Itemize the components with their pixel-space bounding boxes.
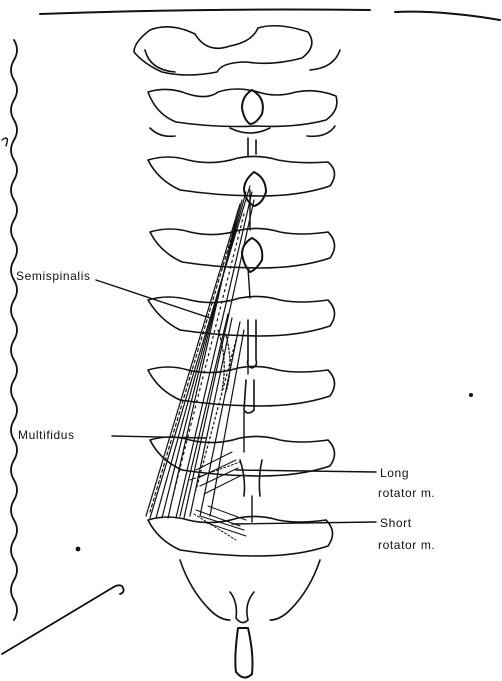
stray-dot (76, 547, 79, 550)
short-rotator-leader-line (232, 522, 376, 524)
skin-border-line (11, 40, 17, 620)
vertebra-8 (148, 516, 333, 677)
lowest-spinous-process (235, 628, 252, 678)
long-rotator-label-line1: Long (380, 466, 409, 480)
multifidus-muscle (180, 314, 244, 516)
short-rotator-label-line2: rotator m. (378, 538, 435, 552)
multifidus-label: Multifidus (18, 428, 75, 442)
spinous-process-1 (242, 90, 263, 124)
needle-line (2, 585, 124, 654)
skin-border-mark (2, 138, 7, 146)
spinous-process-2 (244, 172, 266, 206)
stray-dot (470, 394, 472, 396)
vertebra-2 (148, 89, 337, 136)
vertebra-6 (148, 366, 335, 413)
semispinalis-label: Semispinalis (16, 269, 91, 283)
vertebra-1 (134, 26, 340, 75)
short-rotator-label-line1: Short (380, 516, 412, 530)
semispinalis-leader-line (96, 280, 210, 318)
long-rotator-leader-line (236, 470, 376, 472)
top-border-line (40, 10, 500, 21)
vertebra-3 (148, 138, 335, 206)
vertebra-7 (150, 436, 335, 496)
multifidus-leader-line (112, 436, 206, 438)
long-rotator-label-line2: rotator m. (378, 486, 435, 500)
